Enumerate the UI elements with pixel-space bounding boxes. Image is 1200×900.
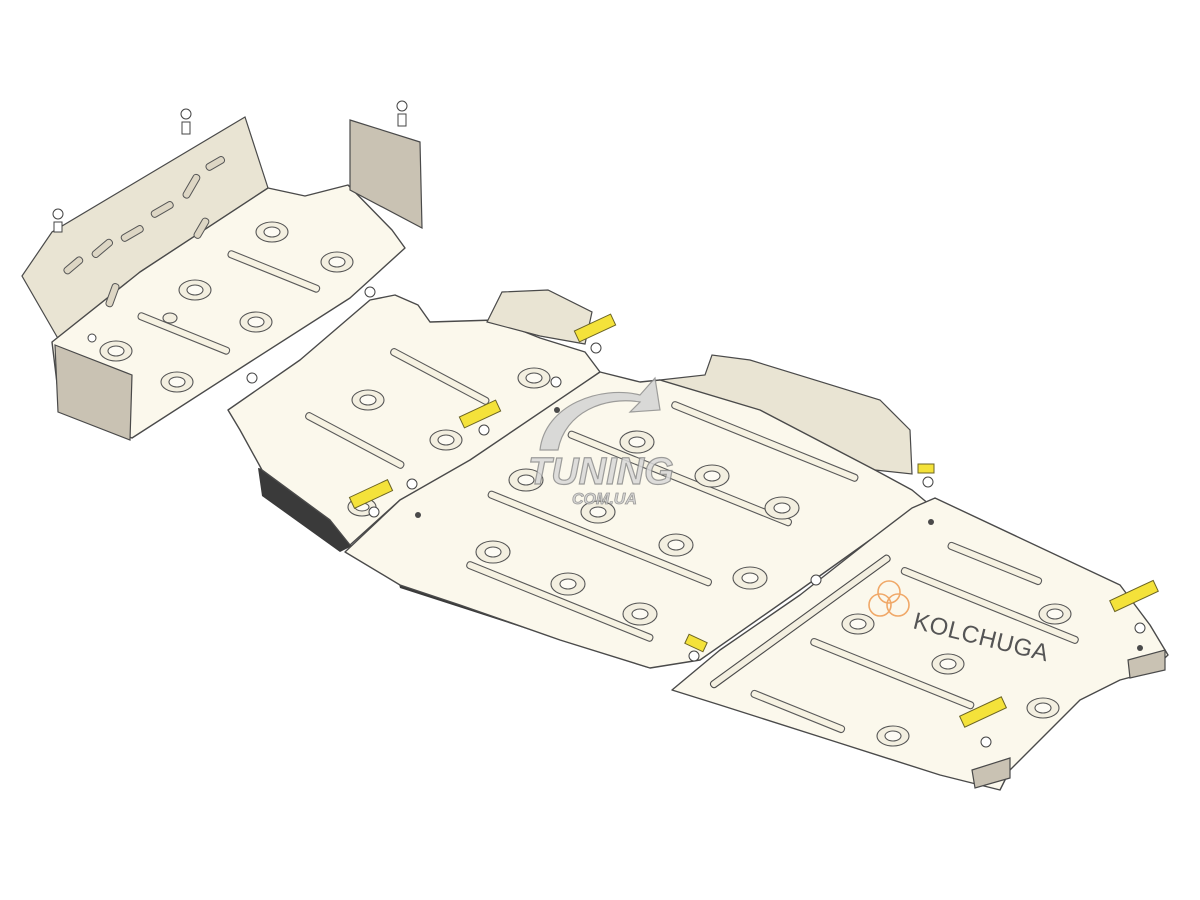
rear-mount-bracket <box>971 757 1011 789</box>
front-guard-left-bracket <box>54 344 133 441</box>
front-guard-right-bracket <box>349 119 423 230</box>
tuning-watermark: TUNING COM.UA <box>527 376 674 508</box>
watermark-subtext: COM.UA <box>572 491 637 508</box>
rear-mount-bracket <box>1127 649 1166 679</box>
watermark-text: TUNING <box>528 451 674 493</box>
front-guard-rib <box>227 250 321 293</box>
transmission-guard <box>344 354 931 669</box>
transmission-guard-ribs <box>466 401 859 642</box>
transfer-case-guard <box>671 497 1169 791</box>
engine-guard-rear-tab <box>486 289 593 345</box>
yellow-clip-icon <box>958 696 1008 728</box>
transmission-guard-rear-tab <box>657 354 913 475</box>
transmission-guard-holes <box>415 407 821 626</box>
engine-guard-side-edge <box>258 468 352 552</box>
yellow-clip-icon <box>1109 579 1159 613</box>
yellow-clip-icon <box>684 633 708 653</box>
fastener-bolts <box>246 286 1146 748</box>
transfer-case-guard-holes <box>841 519 1143 747</box>
kolchuga-rings-icon <box>868 580 910 617</box>
front-bumper-guard <box>21 100 423 441</box>
front-guard-rib <box>137 312 231 355</box>
yellow-clip-icon <box>573 313 617 343</box>
front-guard-holes <box>99 221 354 393</box>
engine-guard-plate <box>227 294 601 546</box>
yellow-clip-icon <box>458 399 502 429</box>
watermark-swoosh-icon <box>539 376 661 451</box>
mounting-clips <box>348 313 1159 728</box>
front-guard-slots <box>63 156 226 308</box>
yellow-clip-icon <box>917 463 935 474</box>
engine-guard-rib <box>305 412 405 469</box>
yellow-clip-icon <box>348 479 394 509</box>
engine-guard-rib <box>390 348 490 405</box>
plate-joint-bar <box>709 554 891 689</box>
front-guard-bolts <box>52 100 408 343</box>
transfer-case-guard-ribs <box>750 541 1079 734</box>
